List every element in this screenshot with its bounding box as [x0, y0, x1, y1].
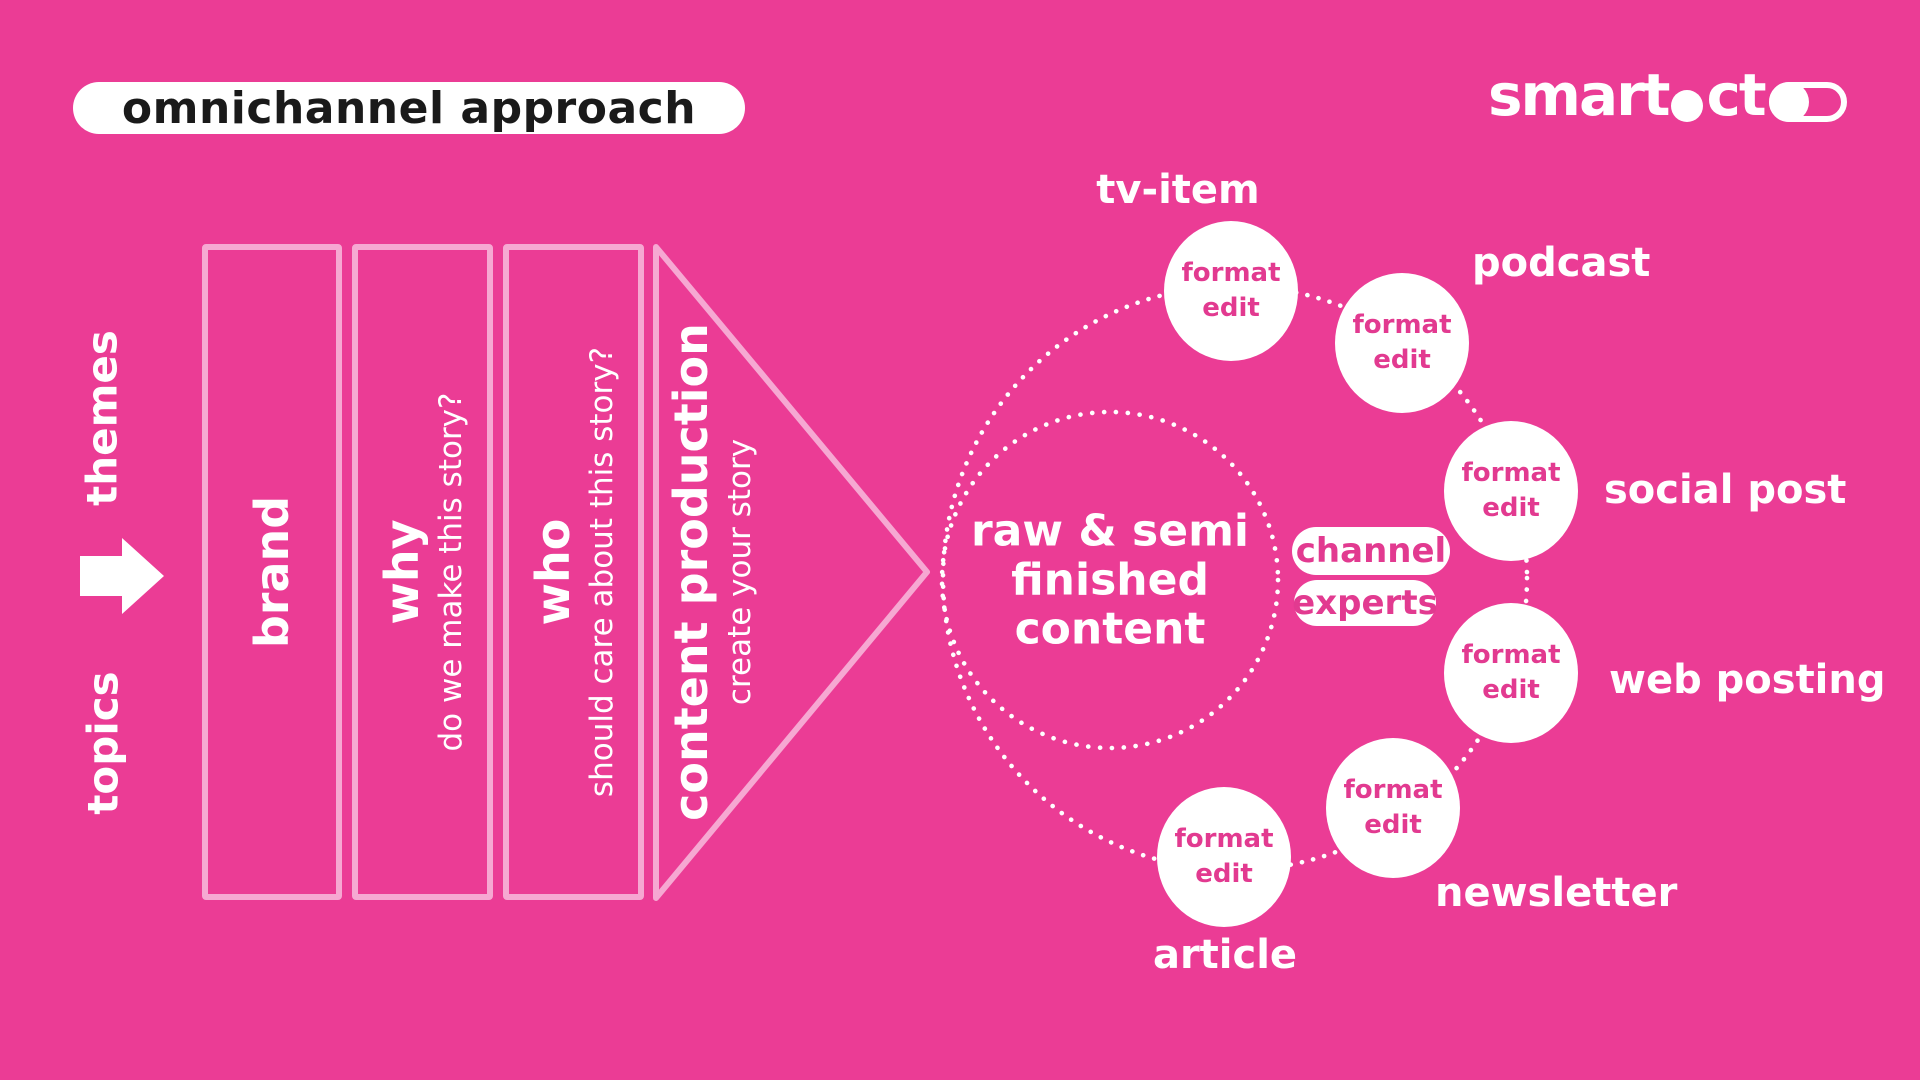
- channel-label-social-post: social post: [1604, 467, 1847, 513]
- channel-label-article: article: [1152, 932, 1298, 978]
- node-line1: format: [1461, 640, 1561, 670]
- funnel-box-who: who should care about this story?: [503, 244, 644, 900]
- content-production-text: content production create your story: [663, 262, 761, 882]
- node-line2: edit: [1482, 493, 1540, 523]
- funnel-box-why: why do we make this story?: [352, 244, 493, 900]
- format-edit-node-tv-item: format edit: [1164, 221, 1298, 361]
- inner-dotted-circle: [939, 409, 1281, 751]
- channel-label-tv-item: tv-item: [1096, 167, 1260, 213]
- logo-o-circle-icon: [1671, 90, 1704, 122]
- funnel-box-brand-text: brand: [244, 262, 300, 882]
- logo-text-ct: ct: [1706, 61, 1766, 129]
- format-edit-node-article: format edit: [1157, 787, 1291, 927]
- flow-arrow-icon: [80, 538, 164, 614]
- node-line2: edit: [1482, 675, 1540, 705]
- channel-pill: channel: [1292, 527, 1450, 575]
- node-line1: format: [1174, 824, 1274, 854]
- node-line1: format: [1461, 458, 1561, 488]
- funnel-box-brand: brand: [202, 244, 342, 900]
- format-edit-node-web-posting: format edit: [1444, 603, 1578, 743]
- node-line1: format: [1343, 775, 1443, 805]
- format-edit-node-social-post: format edit: [1444, 421, 1578, 561]
- logo-toggle-icon: [1768, 82, 1847, 122]
- smartocto-logo: smart ct: [1488, 66, 1847, 124]
- hub-center-line1: raw & semi: [970, 505, 1249, 557]
- channel-label-podcast: podcast: [1472, 240, 1651, 286]
- node-line2: edit: [1373, 345, 1431, 375]
- node-line1: format: [1352, 310, 1452, 340]
- node-line2: edit: [1202, 293, 1260, 323]
- funnel-triangle-outline: [653, 244, 930, 901]
- node-line2: edit: [1195, 859, 1253, 889]
- funnel-box-subtitle: do we make this story?: [432, 392, 469, 752]
- logo-toggle-knob-icon: [1768, 82, 1809, 122]
- page-title: omnichannel approach: [121, 82, 697, 134]
- channel-label-web-posting: web posting: [1609, 657, 1886, 703]
- funnel-box-title: why: [374, 519, 429, 625]
- logo-text-smart: smart: [1488, 61, 1670, 129]
- funnel-box-title: brand: [245, 495, 299, 649]
- title-pill: omnichannel approach: [73, 82, 745, 134]
- node-line1: format: [1181, 258, 1281, 288]
- hub-center-line2: finished: [1011, 554, 1209, 606]
- channel-label-newsletter: newsletter: [1435, 870, 1678, 916]
- hub-center-line3: content: [1014, 603, 1206, 655]
- funnel-box-why-text: why do we make this story?: [374, 262, 472, 882]
- format-edit-node-newsletter: format edit: [1326, 738, 1460, 878]
- content-production-subtitle: create your story: [722, 438, 758, 706]
- axis-label-topics: topics: [78, 671, 128, 815]
- content-production-title: content production: [664, 323, 718, 821]
- funnel-box-subtitle: should care about this story?: [583, 346, 620, 798]
- funnel-box-who-text: who should care about this story?: [525, 262, 623, 882]
- format-edit-node-podcast: format edit: [1335, 273, 1469, 413]
- node-line2: edit: [1364, 810, 1422, 840]
- experts-pill: experts: [1292, 580, 1438, 626]
- funnel-box-title: who: [525, 518, 580, 626]
- axis-label-themes: themes: [77, 330, 127, 506]
- hub-center-text: raw & semi finished content: [930, 507, 1290, 654]
